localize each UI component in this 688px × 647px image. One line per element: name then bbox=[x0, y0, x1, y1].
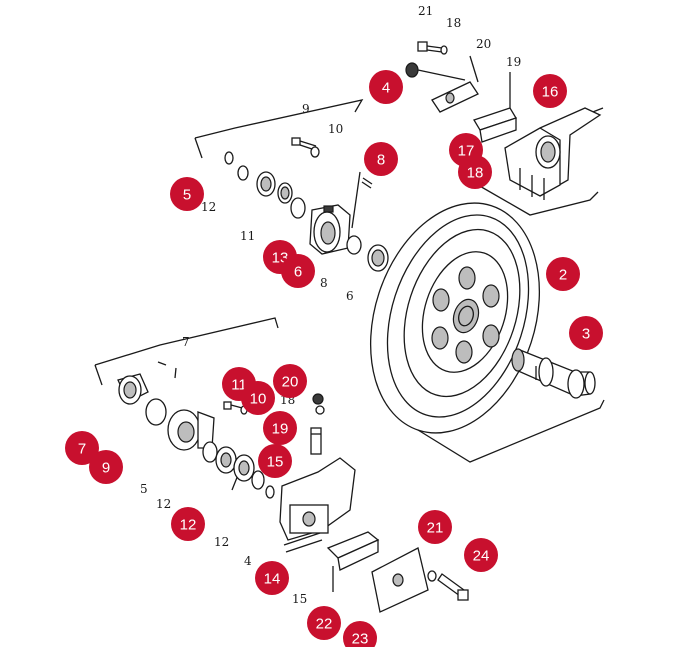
badge-4: 4 bbox=[369, 70, 403, 104]
label-12-lower-a: 12 bbox=[156, 497, 171, 511]
label-5: 5 bbox=[140, 482, 148, 496]
svg-text:11: 11 bbox=[231, 377, 247, 394]
svg-text:20: 20 bbox=[282, 374, 299, 391]
badge-21: 21 bbox=[418, 510, 452, 544]
svg-text:23: 23 bbox=[352, 631, 369, 647]
badge-18: 18 bbox=[458, 155, 492, 189]
label-19: 19 bbox=[506, 55, 521, 69]
svg-text:10: 10 bbox=[250, 391, 267, 408]
upper-bracket-parts bbox=[405, 41, 602, 200]
badge-15: 15 bbox=[258, 444, 292, 478]
svg-text:24: 24 bbox=[473, 548, 490, 565]
svg-text:4: 4 bbox=[382, 80, 390, 97]
badge-10: 10 bbox=[241, 381, 275, 415]
svg-text:12: 12 bbox=[180, 517, 197, 534]
label-7: 7 bbox=[182, 335, 190, 349]
label-20: 20 bbox=[476, 37, 491, 51]
svg-text:18: 18 bbox=[467, 165, 484, 182]
label-4: 4 bbox=[244, 554, 252, 568]
badge-14: 14 bbox=[255, 561, 289, 595]
lower-bracket-parts bbox=[279, 457, 469, 613]
svg-text:21: 21 bbox=[427, 520, 444, 537]
label-9: 9 bbox=[302, 102, 310, 116]
svg-text:17: 17 bbox=[458, 143, 475, 160]
badge-7: 7 bbox=[65, 431, 99, 465]
badge-2: 2 bbox=[546, 257, 580, 291]
label-12-lower-b: 12 bbox=[214, 535, 229, 549]
badge-20: 20 bbox=[273, 364, 307, 398]
svg-text:19: 19 bbox=[272, 421, 289, 438]
svg-text:14: 14 bbox=[264, 571, 281, 588]
lower-small-parts bbox=[117, 361, 325, 499]
badge-16: 16 bbox=[533, 74, 567, 108]
label-18: 18 bbox=[446, 16, 461, 30]
label-6: 6 bbox=[346, 289, 354, 303]
badge-3: 3 bbox=[569, 316, 603, 350]
svg-text:6: 6 bbox=[294, 264, 302, 281]
badge-8: 8 bbox=[364, 142, 398, 176]
svg-text:5: 5 bbox=[183, 187, 191, 204]
badge-24: 24 bbox=[464, 538, 498, 572]
badge-23: 23 bbox=[343, 621, 377, 647]
label-12: 12 bbox=[201, 200, 216, 214]
badge-22: 22 bbox=[307, 606, 341, 640]
label-11: 11 bbox=[240, 229, 255, 243]
badges: 4 16 17 18 8 5 13 6 2 3 11 10 20 19 7 9 … bbox=[65, 70, 603, 647]
badge-5: 5 bbox=[170, 177, 204, 211]
svg-text:2: 2 bbox=[559, 267, 567, 284]
svg-text:9: 9 bbox=[102, 460, 110, 477]
upper-small-parts bbox=[224, 137, 389, 272]
label-8: 8 bbox=[320, 276, 328, 290]
svg-text:3: 3 bbox=[582, 326, 590, 343]
svg-text:15: 15 bbox=[267, 454, 284, 471]
plain-labels: 21 18 20 19 9 10 12 11 8 6 7 18 5 12 12 … bbox=[140, 4, 521, 606]
idler-wheel bbox=[369, 202, 541, 434]
badge-9: 9 bbox=[89, 450, 123, 484]
label-15: 15 bbox=[292, 592, 307, 606]
svg-text:7: 7 bbox=[78, 441, 86, 458]
svg-text:8: 8 bbox=[377, 152, 385, 169]
badge-19: 19 bbox=[263, 411, 297, 445]
badge-12: 12 bbox=[171, 507, 205, 541]
svg-text:16: 16 bbox=[542, 84, 559, 101]
svg-text:22: 22 bbox=[316, 616, 333, 633]
label-21: 21 bbox=[418, 4, 433, 18]
badge-6: 6 bbox=[281, 254, 315, 288]
idler-shaft bbox=[511, 348, 596, 399]
lower-assembly-leaders bbox=[94, 317, 605, 491]
label-10: 10 bbox=[328, 122, 343, 136]
